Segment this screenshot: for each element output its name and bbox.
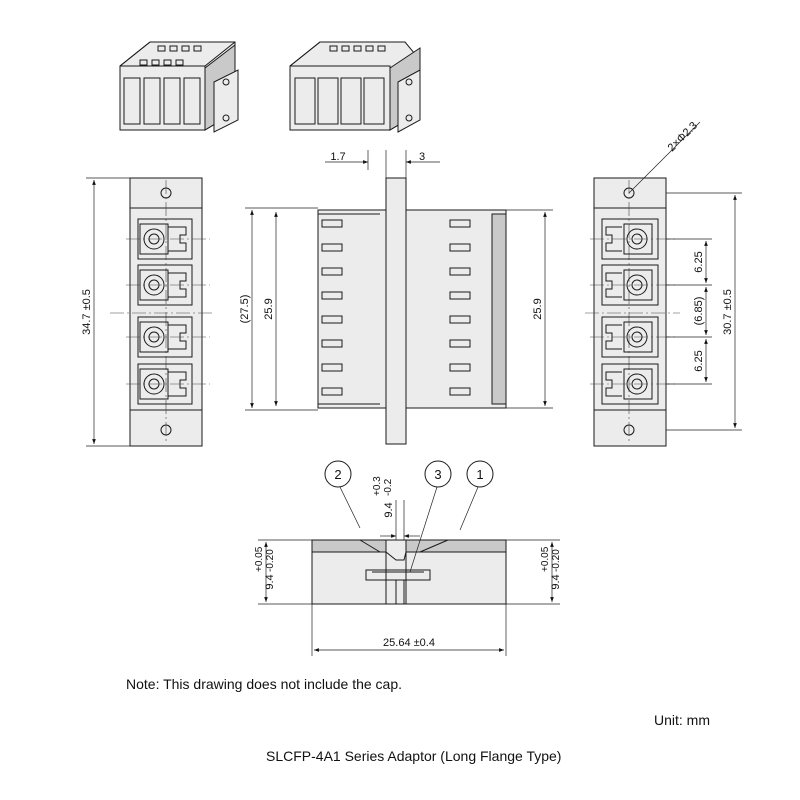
dimension-lines [86,121,742,656]
callout-3: 3 [424,460,452,488]
drawing-caption: SLCFP-4A1 Series Adaptor (Long Flange Ty… [266,748,562,764]
unit-label: Unit: mm [654,712,710,728]
latch-slot [321,219,343,228]
latch-slot [449,315,471,324]
latch-slot [321,315,343,324]
port-left [126,363,210,405]
latch-slot [321,387,343,396]
latch-slot [449,267,471,276]
drawing-note: Note: This drawing does not include the … [126,676,403,692]
port-left [126,316,210,358]
svg-text:1: 1 [476,467,483,482]
latch-slot [321,267,343,276]
latch-slot [449,363,471,372]
dim-body-height-left: 25.9 [263,298,275,319]
dim-hole-pitch: 30.7 ±0.5 [722,289,734,335]
latch-slot [449,219,471,228]
latch-slot [321,291,343,300]
dim-hole-diameter: 2×Φ2.3 [666,120,700,154]
latch-slot [449,387,471,396]
dim-thickness-right: 9.4 [550,574,562,589]
dim-port-pitch-top: 6.25 [693,251,705,272]
port-right [590,264,676,306]
top-view [311,539,507,605]
dim-body-height-right: 25.9 [532,298,544,319]
svg-text:2: 2 [334,467,341,482]
dim-thickness-center: 9.4 [383,502,395,517]
dim-port-pitch-mid: (6.85) [693,297,705,326]
dim-thickness-center-tol: +0.3 -0.2 [372,473,394,496]
callout-2: 2 [324,460,352,488]
svg-text:3: 3 [434,467,441,482]
dim-thickness-left-tol: +0.05 -0.20 [254,544,276,572]
callout-1: 1 [466,460,494,488]
latch-slot [321,339,343,348]
latch-slot [449,291,471,300]
latch-slot [321,363,343,372]
isometric-view-left [119,41,239,133]
side-view-center [317,177,507,445]
dim-overall-height: 34.7 ±0.5 [81,289,93,335]
dim-flange-offset: 3 [419,151,425,163]
isometric-view-right [289,41,421,133]
port-left [126,218,210,260]
front-view-left [110,177,215,447]
dim-overall-length: 25.64 ±0.4 [383,637,435,649]
latch-slot [449,339,471,348]
port-right [590,218,676,260]
dim-ref-height: (27.5) [239,295,251,324]
latch-slot [321,243,343,252]
dim-port-pitch-bottom: 6.25 [693,350,705,371]
port-left [126,264,210,306]
port-right [590,363,676,405]
dim-thickness-right-tol: +0.05 -0.20 [540,544,562,572]
latch-slot [449,243,471,252]
dim-flange-length: 1.7 [330,151,345,163]
front-view-right [585,177,680,447]
port-right [590,316,676,358]
dim-thickness-left: 9.4 [264,574,276,589]
